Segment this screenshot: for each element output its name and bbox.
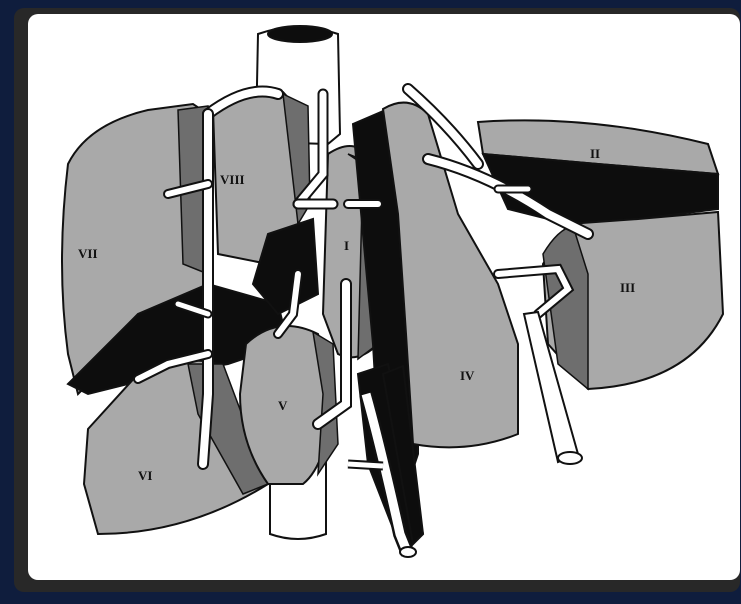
segment-iii [543,212,723,389]
segment-label-i: I [344,238,349,253]
segment-label-viii: VIII [220,172,245,187]
segment-label-iv: IV [460,368,475,383]
segment-ii [478,120,718,224]
segment-label-ii: II [590,146,600,161]
liver-segments-diagram: I II III IV V VI VII VIII [28,14,740,580]
segment-label-iii: III [620,280,635,295]
segment-label-v: V [278,398,288,413]
segment-label-vi: VI [138,468,152,483]
segment-v [240,326,338,484]
segment-label-vii: VII [78,246,98,261]
diagram-panel: I II III IV V VI VII VIII [28,14,740,580]
